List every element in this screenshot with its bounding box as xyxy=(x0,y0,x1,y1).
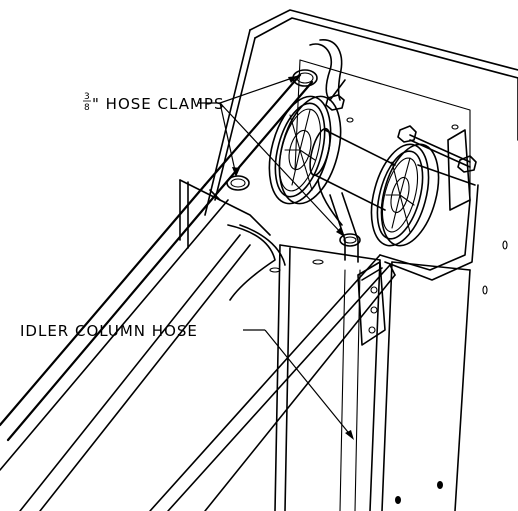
right-rail xyxy=(150,255,395,511)
left-rail xyxy=(0,75,312,511)
hose-clamps-fraction-denominator: 8 xyxy=(84,103,90,113)
hose-clamps-callout: 3 8 " HOSE CLAMPS xyxy=(83,92,224,113)
idler-column xyxy=(270,245,470,511)
hose-clamps-label: " HOSE CLAMPS xyxy=(92,95,224,113)
hose-clamp-top xyxy=(293,70,317,86)
hose xyxy=(310,40,358,262)
hose-clamps-fraction-numerator: 3 xyxy=(84,92,90,102)
idler-column-hose-label: IDLER COLUMN HOSE xyxy=(20,322,198,340)
hose-clamp-left xyxy=(227,176,249,190)
